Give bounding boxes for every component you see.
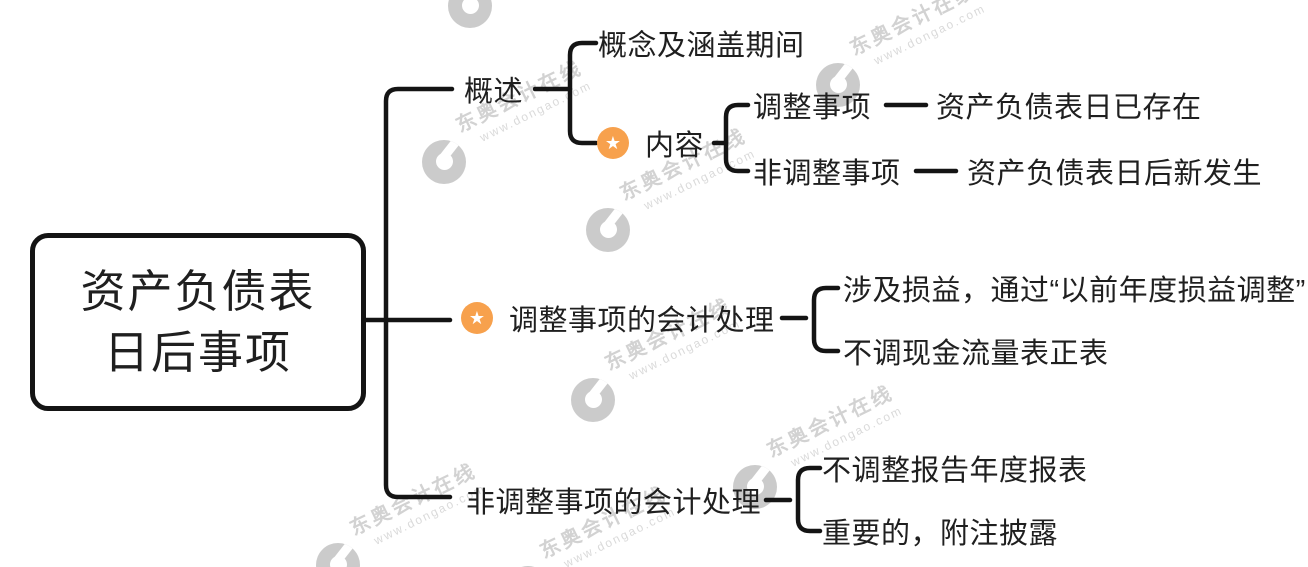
root-label-line2: 日后事项	[103, 327, 292, 378]
branch-overview[interactable]: 概述	[464, 76, 524, 108]
watermark-logo-icon	[316, 543, 360, 567]
branch-adjusting-treatment-label: 调整事项的会计处理	[509, 305, 775, 337]
node-cashflow-statement[interactable]: 不调现金流量表正表	[843, 338, 1109, 370]
node-profit-loss-adjustment[interactable]: 涉及损益，通过“以前年度损益调整”	[843, 275, 1306, 307]
watermark-logo-icon	[422, 140, 466, 184]
node-note-disclosure[interactable]: 重要的，附注披露	[822, 518, 1059, 550]
node-adjusting-note[interactable]: 资产负债表日已存在	[936, 92, 1202, 124]
root-label-line1: 资产负债表	[80, 265, 316, 317]
node-nonadjusting-note[interactable]: 资产负债表日后新发生	[967, 158, 1263, 190]
root-node[interactable]: 资产负债表 日后事项	[30, 233, 366, 411]
node-no-restatement[interactable]: 不调整报告年度报表	[822, 455, 1088, 487]
node-content-label: 内容	[645, 130, 705, 162]
node-nonadjusting-event[interactable]: 非调整事项	[753, 158, 901, 190]
watermark-logo-icon	[586, 208, 630, 252]
branch-adjusting-treatment[interactable]: ★ 调整事项的会计处理	[461, 297, 775, 339]
star-icon: ★	[597, 127, 629, 159]
node-content[interactable]: ★ 内容	[597, 122, 704, 164]
node-concept-period[interactable]: 概念及涵盖期间	[598, 30, 805, 62]
node-adjusting-event[interactable]: 调整事项	[753, 92, 872, 124]
watermark-logo-icon	[816, 63, 860, 107]
branch-nonadjusting-treatment[interactable]: 非调整事项的会计处理	[466, 487, 762, 519]
star-icon: ★	[461, 302, 493, 334]
watermark-logo-icon	[571, 378, 615, 422]
